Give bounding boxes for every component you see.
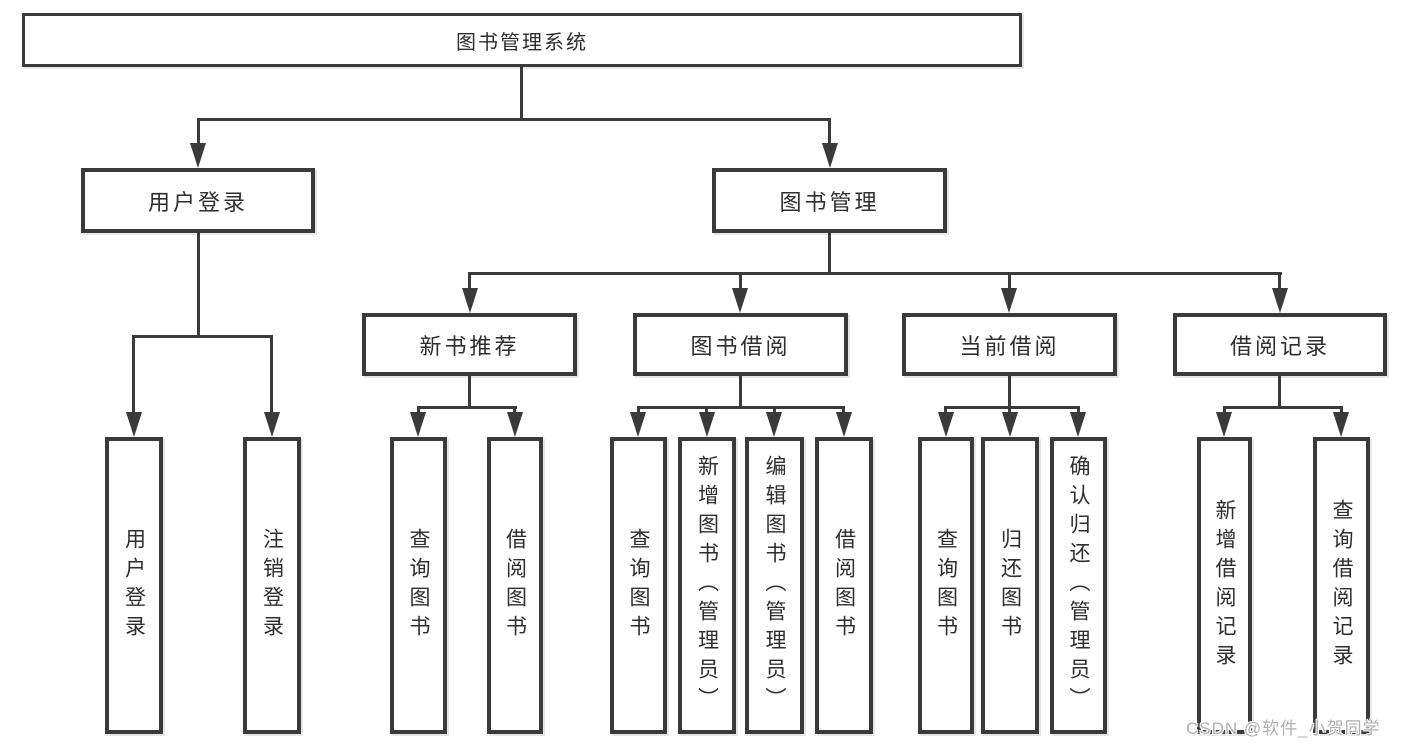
connector-user-login-stem (197, 233, 200, 337)
connector-borrow-record-bar (1223, 406, 1343, 409)
leaf-logout: 注销登录 (243, 437, 301, 734)
connector-user-login-bar (132, 335, 273, 338)
connector-drop (842, 408, 845, 414)
connector-drop (1077, 408, 1080, 414)
arrowhead (190, 143, 206, 168)
leaf-query-books-borrow: 查询图书 (610, 437, 667, 734)
connector-root-stem (520, 67, 523, 120)
arrowhead (1333, 412, 1349, 437)
leaf-add-borrow-record: 新增借阅记录 (1197, 437, 1252, 734)
connector-drop (197, 120, 200, 146)
leaf-label: 用户登录 (122, 527, 146, 644)
leaf-return-books: 归还图书 (981, 437, 1039, 734)
leaf-label: 查询图书 (627, 527, 650, 644)
leaf-query-borrow-record: 查询借阅记录 (1313, 437, 1370, 734)
connector-drop (739, 274, 742, 290)
arrowhead (766, 412, 782, 437)
connector-drop (132, 337, 135, 414)
node-new-book-recommendation: 新书推荐 (362, 313, 577, 376)
connector-drop (468, 274, 471, 290)
leaf-add-books-admin: 新增图书（管理员） (678, 437, 736, 734)
leaf-confirm-return-admin: 确认归还（管理员） (1050, 437, 1107, 734)
connector-drop (1008, 408, 1011, 414)
arrowhead (699, 412, 715, 437)
leaf-label: 借阅图书 (832, 527, 856, 644)
leaf-label: 查询借阅记录 (1330, 498, 1353, 673)
leaf-label: 注销登录 (260, 527, 284, 644)
csdn-watermark: CSDN @软件_小贺同学 (1186, 719, 1381, 738)
arrowhead (938, 412, 954, 437)
node-library-management-system: 图书管理系统 (22, 13, 1022, 67)
connector-borrow-record-stem (1278, 376, 1281, 408)
connector-drop (417, 408, 420, 414)
leaf-label: 查询图书 (934, 527, 958, 644)
leaf-label: 新增图书（管理员） (695, 455, 719, 716)
arrowhead (1002, 412, 1018, 437)
leaf-borrow-books: 借阅图书 (815, 437, 873, 734)
connector-current-borrow-bar (944, 406, 1080, 409)
arrowhead (507, 412, 523, 437)
connector-drop (1278, 274, 1281, 290)
arrowhead (1216, 412, 1232, 437)
node-borrowing-records: 借阅记录 (1173, 313, 1387, 376)
connector-book-borrow-stem (739, 376, 742, 408)
connector-new-book-bar (417, 406, 517, 409)
connector-book-management-stem (828, 233, 831, 274)
node-book-management: 图书管理 (712, 168, 947, 233)
leaf-borrow-books-recommend: 借阅图书 (487, 437, 543, 734)
leaf-label: 查询图书 (407, 527, 430, 644)
leaf-user-login: 用户登录 (105, 437, 163, 734)
connector-drop (944, 408, 947, 414)
connector-new-book-stem (468, 376, 471, 408)
arrowhead (1001, 288, 1017, 313)
connector-drop (1223, 408, 1226, 414)
arrowhead (410, 412, 426, 437)
leaf-query-books-current: 查询图书 (918, 437, 974, 734)
connector-drop (513, 408, 516, 414)
arrowhead (836, 412, 852, 437)
connector-drop (773, 408, 776, 414)
connector-level3-bar (468, 272, 1282, 275)
arrowhead (1272, 288, 1288, 313)
connector-drop (828, 120, 831, 146)
node-current-borrowing: 当前借阅 (902, 313, 1117, 376)
leaf-label: 归还图书 (998, 527, 1022, 644)
leaf-label: 编辑图书（管理员） (763, 455, 786, 716)
node-book-borrowing: 图书借阅 (633, 313, 848, 376)
connector-current-borrow-stem (1008, 376, 1011, 408)
connector-drop (1008, 274, 1011, 290)
leaf-edit-books-admin: 编辑图书（管理员） (745, 437, 804, 734)
leaf-query-books-recommend: 查询图书 (390, 437, 447, 734)
connector-drop (1340, 408, 1343, 414)
connector-drop (705, 408, 708, 414)
node-user-login: 用户登录 (81, 168, 315, 233)
arrowhead (1070, 412, 1086, 437)
leaf-label: 确认归还（管理员） (1067, 455, 1090, 716)
arrowhead (630, 412, 646, 437)
arrowhead (732, 288, 748, 313)
arrowhead (462, 288, 478, 313)
leaf-label: 借阅图书 (503, 527, 527, 644)
connector-drop (637, 408, 640, 414)
leaf-label: 新增借阅记录 (1213, 498, 1236, 673)
connector-level2-bar (197, 118, 831, 121)
connector-book-borrow-bar (637, 406, 845, 409)
arrowhead (264, 412, 280, 437)
connector-drop (270, 337, 273, 414)
arrowhead (822, 143, 838, 168)
arrowhead (126, 412, 142, 437)
